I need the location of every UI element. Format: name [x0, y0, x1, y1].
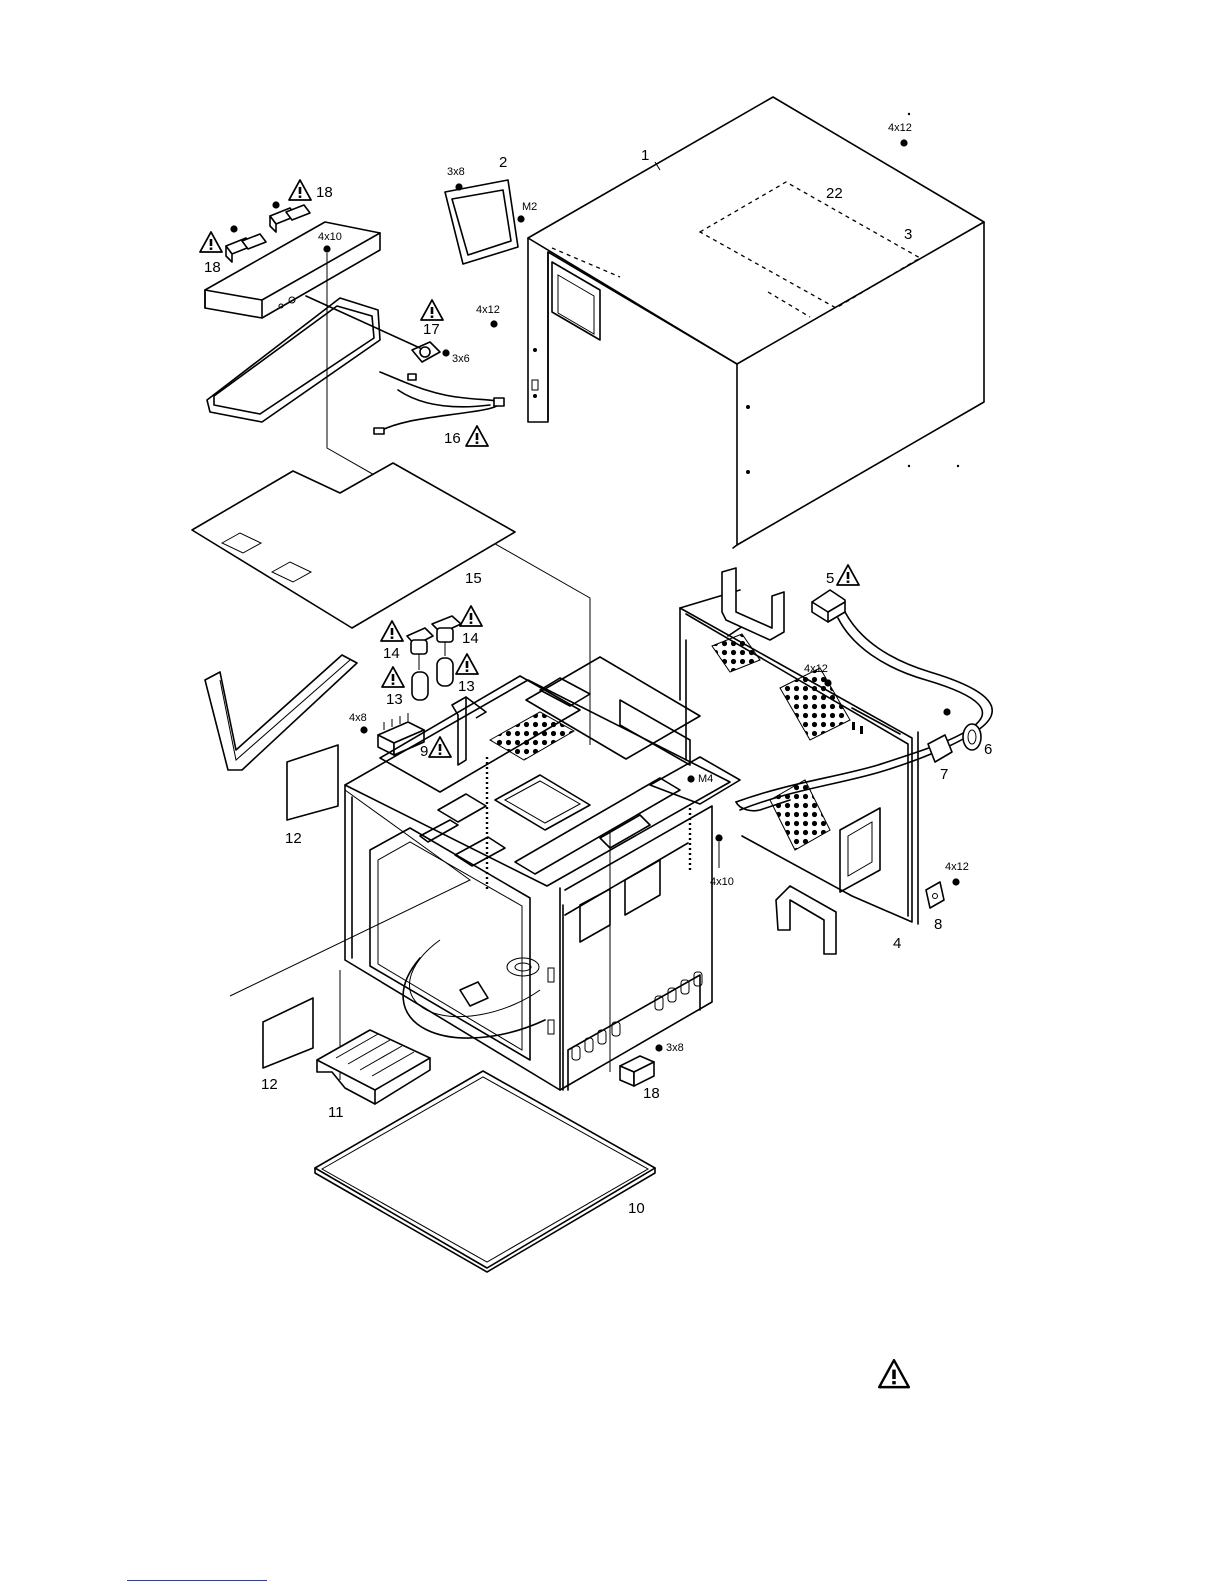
screw-icon	[900, 139, 907, 146]
oven-chassis	[345, 657, 740, 1090]
part-label-15: 15	[465, 570, 482, 587]
warning-triangle-icon	[429, 737, 451, 757]
part-label-11: 11	[328, 1104, 344, 1121]
screw-size-panel: 4x10	[318, 231, 342, 243]
part-label-12-upper: 12	[285, 830, 302, 847]
part-label-18-bottom: 18	[643, 1085, 660, 1102]
part-label-14-left: 14	[383, 645, 400, 662]
terminal-block-9	[378, 713, 424, 755]
screw-size-chassis: 4x10	[710, 876, 734, 888]
screw-icon	[360, 726, 367, 733]
part-label-9: 9	[420, 743, 428, 760]
screw-label-m2: M2	[522, 201, 537, 213]
hv-capacitor-14-left	[407, 628, 433, 670]
warning-triangle-icon	[837, 565, 859, 585]
part-label-16: 16	[444, 430, 461, 447]
rear-handle-upper	[722, 568, 784, 640]
warning-triangle-icon	[460, 606, 482, 626]
wire-harness-16	[306, 296, 504, 434]
diode-13-left	[412, 672, 428, 700]
part-label-1: 1	[641, 147, 649, 164]
screw-icon	[442, 349, 449, 356]
bracket-8	[926, 882, 944, 908]
part-label-10: 10	[628, 1200, 645, 1217]
screw-size-frame: 3x8	[447, 166, 465, 178]
warning-triangle-icon	[200, 232, 222, 252]
screw-size-side: 4x12	[476, 304, 500, 316]
part-label-13-right: 13	[458, 678, 475, 695]
part-label-18-top: 18	[316, 184, 333, 201]
cord-clamp-7	[928, 735, 952, 762]
screw-icon	[687, 775, 694, 782]
part-label-18-left: 18	[204, 259, 221, 276]
thermal-cutout-17	[412, 342, 440, 362]
screw-icon	[952, 878, 959, 885]
screw-icon	[943, 708, 950, 715]
screw-size-rear: 4x12	[804, 663, 828, 675]
screw-icon	[655, 1044, 662, 1051]
screw-icon	[517, 215, 524, 222]
warning-triangle-icon	[421, 300, 443, 320]
base-bracket-11	[317, 1030, 430, 1104]
part-label-13-left: 13	[386, 691, 403, 708]
screw-icon	[490, 320, 497, 327]
part-label-4: 4	[893, 935, 901, 952]
screw-size-switch: 3x8	[666, 1042, 684, 1054]
warning-triangle-icon	[289, 180, 311, 200]
screw-size-bracket: 4x12	[945, 861, 969, 873]
part-label-14-right: 14	[462, 630, 479, 647]
part-label-12-lower: 12	[261, 1076, 278, 1093]
screw-size-top: 4x12	[888, 122, 912, 134]
screw-icon	[824, 679, 831, 686]
screw-size-terminal: 4x8	[349, 712, 367, 724]
rear-handle-lower	[776, 886, 836, 954]
screw-icon	[455, 183, 462, 190]
warning-triangle-icon	[381, 621, 403, 641]
part-label-5: 5	[826, 570, 834, 587]
screw-icon	[715, 834, 722, 841]
part-label-6: 6	[984, 741, 992, 758]
cord-bushing-6	[963, 724, 981, 750]
warning-triangle-icon	[466, 426, 488, 446]
outer-cabinet	[528, 97, 984, 548]
part-label-17: 17	[423, 321, 440, 338]
shield-plate-12-upper	[287, 745, 338, 820]
bottom-plate-10	[315, 1071, 655, 1272]
part-label-8: 8	[934, 916, 942, 933]
screw-icon	[230, 225, 237, 232]
screw-icon	[323, 245, 330, 252]
diode-13-right	[437, 658, 453, 686]
warning-triangle-icon	[382, 667, 404, 687]
footer-link-underline	[127, 1580, 267, 1581]
hv-capacitor-14-right	[432, 616, 461, 656]
legend-warning	[879, 1360, 909, 1387]
warning-triangle-icon	[456, 654, 478, 674]
rear-panel-4	[680, 590, 918, 924]
warning-triangle-icon	[879, 1360, 909, 1387]
part-label-3: 3	[904, 226, 912, 243]
screw-icon	[272, 201, 279, 208]
screw-size-thermal: 3x6	[452, 353, 470, 365]
part-label-7: 7	[940, 766, 948, 783]
waveguide-cover-frame	[445, 180, 518, 264]
screw-label-m4: M4	[698, 773, 713, 785]
insulation-sheet-15	[192, 463, 515, 628]
part-label-22: 22	[826, 185, 843, 202]
micro-switch-18-bottom	[620, 1056, 654, 1086]
part-label-2: 2	[499, 154, 507, 171]
shield-plate-12-lower	[263, 998, 313, 1068]
